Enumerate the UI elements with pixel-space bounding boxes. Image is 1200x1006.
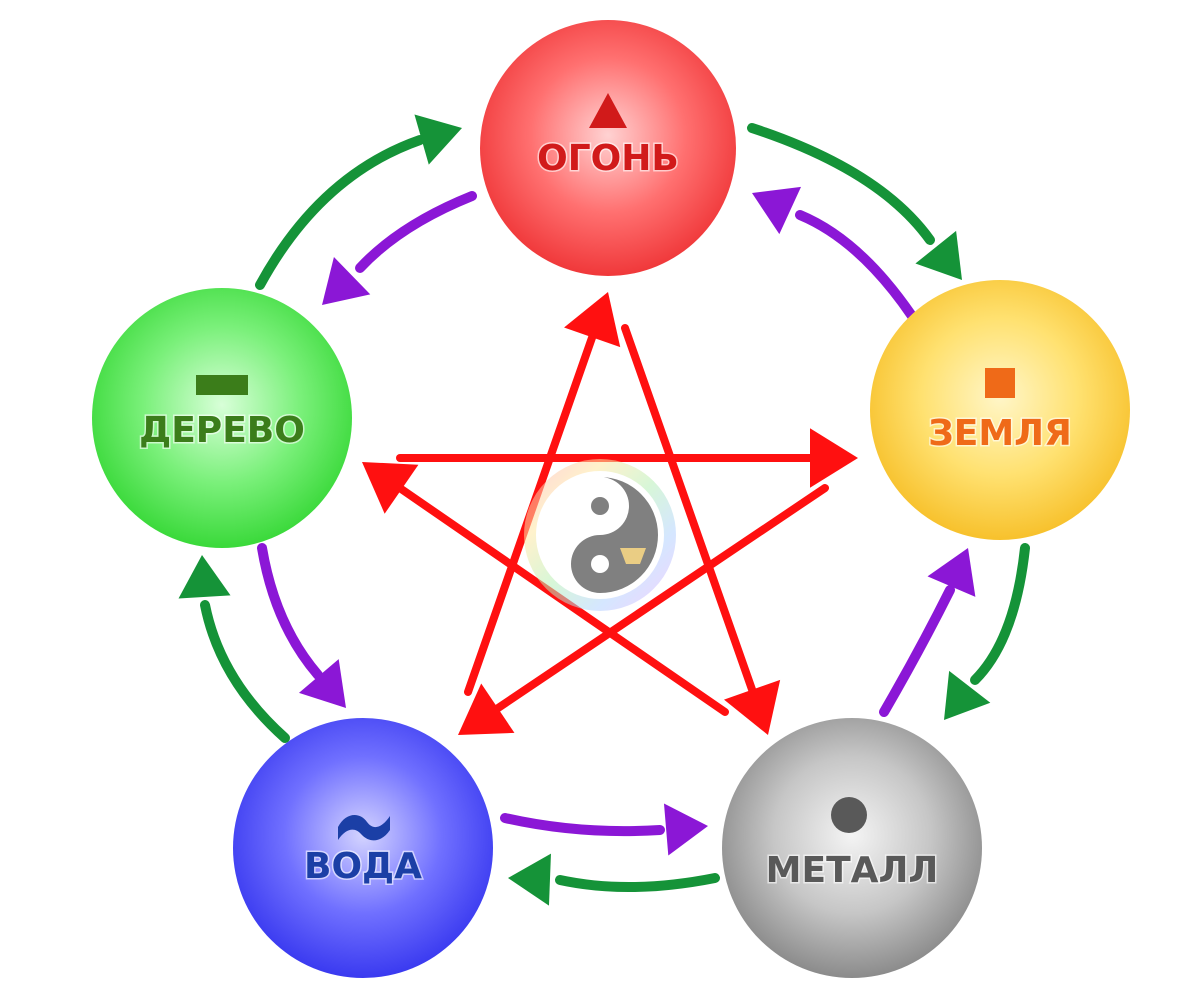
element-water: ВОДА	[233, 718, 493, 978]
square-icon	[985, 368, 1015, 398]
arrow-earth-to-fire	[795, 210, 917, 321]
arrow-metal-to-water	[555, 873, 720, 893]
triangle-icon	[589, 93, 627, 128]
arrow-metal-to-earth	[879, 585, 955, 717]
arrow-fire-to-metal	[621, 324, 763, 711]
element-label-wood: ДЕРЕВО	[139, 410, 305, 451]
arrow-earth-to-metal	[970, 543, 1030, 685]
arrow-head	[915, 230, 962, 280]
arrow-head	[724, 679, 781, 735]
arrow-head	[298, 659, 346, 708]
arrow-head	[564, 292, 621, 348]
element-label-fire: ОГОНЬ	[537, 138, 679, 179]
arrow-water-to-wood	[200, 600, 290, 743]
arrow-wood-to-fire	[255, 135, 425, 290]
arrow-head	[362, 462, 419, 514]
yin-yang-emblem	[524, 459, 676, 611]
element-label-metal: МЕТАЛЛ	[766, 850, 939, 891]
arrow-head	[927, 548, 976, 597]
arrow-head	[322, 257, 371, 305]
arrow-head	[663, 803, 708, 856]
arrow-head	[458, 683, 515, 735]
arrow-head	[810, 428, 858, 488]
element-metal: МЕТАЛЛ	[722, 718, 982, 978]
dot-icon	[831, 797, 867, 833]
arrow-head	[944, 670, 991, 720]
cycle-arrows	[178, 114, 1030, 906]
element-label-water: ВОДА	[304, 846, 422, 887]
arrow-head	[414, 114, 462, 165]
arrow-water-to-metal	[500, 813, 665, 837]
arrow-earth-to-water	[478, 484, 829, 723]
element-label-earth: ЗЕМЛЯ	[928, 413, 1072, 454]
arrow-head	[752, 186, 802, 235]
element-fire: ОГОНЬ	[480, 20, 736, 276]
element-earth: ЗЕМЛЯ	[870, 280, 1130, 540]
arrow-head	[178, 555, 231, 599]
arrow-wood-to-water	[257, 543, 323, 680]
bar-icon	[196, 375, 248, 395]
arrow-fire-to-earth	[747, 123, 935, 245]
element-wood: ДЕРЕВО	[92, 288, 352, 548]
wave-icon	[338, 815, 390, 841]
arrow-fire-to-wood	[355, 191, 477, 273]
arrow-head	[508, 853, 551, 906]
